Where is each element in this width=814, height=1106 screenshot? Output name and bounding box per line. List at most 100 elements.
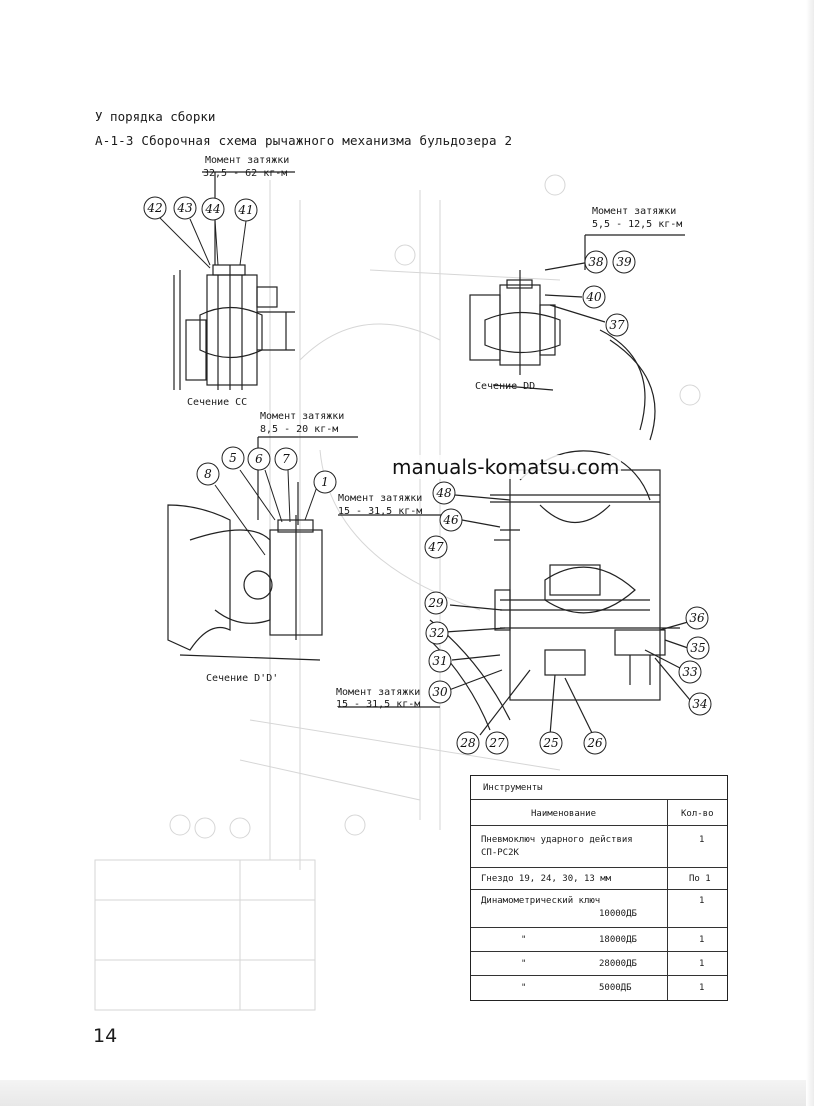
tool-model: 18000ДБ bbox=[599, 935, 637, 945]
balloon-label: 43 bbox=[176, 201, 193, 215]
tool-model: 28000ДБ bbox=[599, 959, 637, 969]
balloon-41: 41 bbox=[234, 198, 258, 222]
section-cc-caption: Сечение СС bbox=[187, 397, 248, 408]
tool-model: 5000ДБ bbox=[599, 983, 632, 993]
balloon-label: 25 bbox=[542, 736, 558, 750]
balloon-35: 35 bbox=[686, 636, 710, 660]
balloon-36: 36 bbox=[685, 606, 709, 630]
balloon-label: 48 bbox=[435, 486, 452, 500]
torque-label-value: 8,5 - 20 кг-м bbox=[260, 424, 339, 435]
part-balloons: 42 43 44 41 38 39 40 37 8 5 6 7 1 48 46 … bbox=[143, 196, 712, 755]
balloon-label: 34 bbox=[692, 697, 707, 711]
section-dd-view bbox=[469, 234, 685, 391]
balloon-label: 26 bbox=[586, 736, 603, 750]
section-cc-view bbox=[173, 171, 295, 390]
tools-table-divider bbox=[667, 800, 668, 1000]
balloon-label: 39 bbox=[616, 255, 632, 269]
balloon-32: 32 bbox=[425, 621, 449, 645]
torque-label-heading: Момент затяжки bbox=[338, 493, 423, 504]
balloon-label: 33 bbox=[682, 665, 698, 679]
leader-lines bbox=[159, 217, 319, 556]
balloon-34: 34 bbox=[688, 692, 712, 716]
balloon-42: 42 bbox=[143, 196, 167, 220]
table-row: " 28000ДБ 1 bbox=[471, 952, 727, 976]
balloon-29: 29 bbox=[424, 591, 448, 615]
balloon-44: 44 bbox=[201, 197, 225, 221]
tool-name: Пневмоключ ударного действия bbox=[481, 835, 633, 845]
balloon-1: 1 bbox=[313, 470, 337, 494]
balloon-48: 48 bbox=[432, 481, 456, 505]
tool-name: " bbox=[521, 959, 527, 969]
balloon-label: 35 bbox=[690, 641, 705, 655]
tools-table-title: Инструменты bbox=[483, 783, 543, 793]
balloon-39: 39 bbox=[612, 250, 636, 274]
tool-name: Динамометрический ключ bbox=[481, 896, 601, 906]
balloon-33: 33 bbox=[678, 660, 702, 684]
balloon-label: 27 bbox=[488, 736, 505, 750]
balloon-25: 25 bbox=[539, 731, 563, 755]
balloon-label: 1 bbox=[321, 475, 329, 489]
tool-name: Гнездо 19, 24, 30, 13 мм bbox=[481, 874, 612, 884]
page-number: 14 bbox=[93, 1025, 118, 1047]
tools-table-header-row: Наименование Кол-во bbox=[471, 800, 727, 826]
page-title: А-1-3 Сборочная схема рычажного механизм… bbox=[95, 133, 513, 148]
tool-name: " bbox=[521, 983, 527, 993]
balloon-30: 30 bbox=[428, 680, 452, 704]
torque-label-heading: Момент затяжки bbox=[205, 155, 290, 166]
balloon-label: 47 bbox=[427, 540, 444, 554]
balloon-label: 8 bbox=[204, 467, 212, 481]
tool-qty: 1 bbox=[699, 935, 705, 945]
balloon-label: 37 bbox=[609, 318, 625, 332]
balloon-5: 5 bbox=[221, 446, 245, 470]
torque-label-value: 5,5 - 12,5 кг-м bbox=[592, 219, 683, 230]
section-bb-caption: Сечение D'D' bbox=[206, 673, 279, 684]
tool-qty: 1 bbox=[699, 959, 705, 969]
section-bb-view bbox=[167, 436, 460, 661]
balloon-label: 32 bbox=[429, 626, 444, 640]
balloon-7: 7 bbox=[274, 447, 298, 471]
tool-qty: 1 bbox=[699, 835, 705, 845]
table-row: Гнездо 19, 24, 30, 13 мм По 1 bbox=[471, 868, 727, 890]
tool-qty: По 1 bbox=[689, 874, 711, 884]
balloon-40: 40 bbox=[582, 285, 606, 309]
tool-model: 10000ДБ bbox=[599, 909, 637, 919]
torque-label-heading: Момент затяжки bbox=[260, 411, 345, 422]
balloon-label: 40 bbox=[585, 290, 602, 304]
torque-label-heading: Момент затяжки bbox=[592, 206, 677, 217]
balloon-label: 44 bbox=[204, 202, 220, 216]
torque-label-value: 15 - 31,5 кг-м bbox=[338, 506, 423, 517]
balloon-26: 26 bbox=[583, 731, 607, 755]
balloon-6: 6 bbox=[247, 447, 271, 471]
balloon-label: 30 bbox=[432, 685, 448, 699]
balloon-label: 6 bbox=[255, 452, 263, 466]
balloon-label: 41 bbox=[237, 203, 253, 217]
balloon-38: 38 bbox=[584, 250, 608, 274]
tool-qty: 1 bbox=[699, 983, 705, 993]
tool-qty: 1 bbox=[699, 896, 705, 906]
section-heading: У порядка сборки bbox=[95, 109, 216, 124]
balloon-label: 28 bbox=[459, 736, 476, 750]
balloon-label: 36 bbox=[689, 611, 705, 625]
tools-table-name-header: Наименование bbox=[531, 809, 597, 819]
balloon-46: 46 bbox=[439, 508, 463, 532]
balloon-label: 5 bbox=[229, 451, 237, 465]
balloon-8: 8 bbox=[196, 462, 220, 486]
tool-name: " bbox=[521, 935, 527, 945]
torque-label-value: 15 - 31,5 кг-м bbox=[336, 699, 421, 710]
balloon-label: 29 bbox=[427, 596, 444, 610]
torque-label-heading: Момент затяжки bbox=[336, 687, 421, 698]
balloon-label: 31 bbox=[432, 654, 447, 668]
table-row: Динамометрический ключ 10000ДБ 1 bbox=[471, 890, 727, 928]
balloon-label: 46 bbox=[442, 513, 459, 527]
balloon-31: 31 bbox=[428, 649, 452, 673]
balloon-label: 42 bbox=[146, 201, 162, 215]
torque-label-value: 32,5 - 62 кг-м bbox=[203, 168, 288, 179]
table-row: " 18000ДБ 1 bbox=[471, 928, 727, 952]
page-bottom-shade bbox=[0, 1080, 814, 1106]
tools-table-title-row: Инструменты bbox=[471, 776, 727, 800]
tools-table-qty-header: Кол-во bbox=[681, 809, 714, 819]
balloon-47: 47 bbox=[424, 535, 448, 559]
table-row: " 5000ДБ 1 bbox=[471, 976, 727, 1000]
section-dd-caption: Сечение DD bbox=[475, 381, 536, 392]
